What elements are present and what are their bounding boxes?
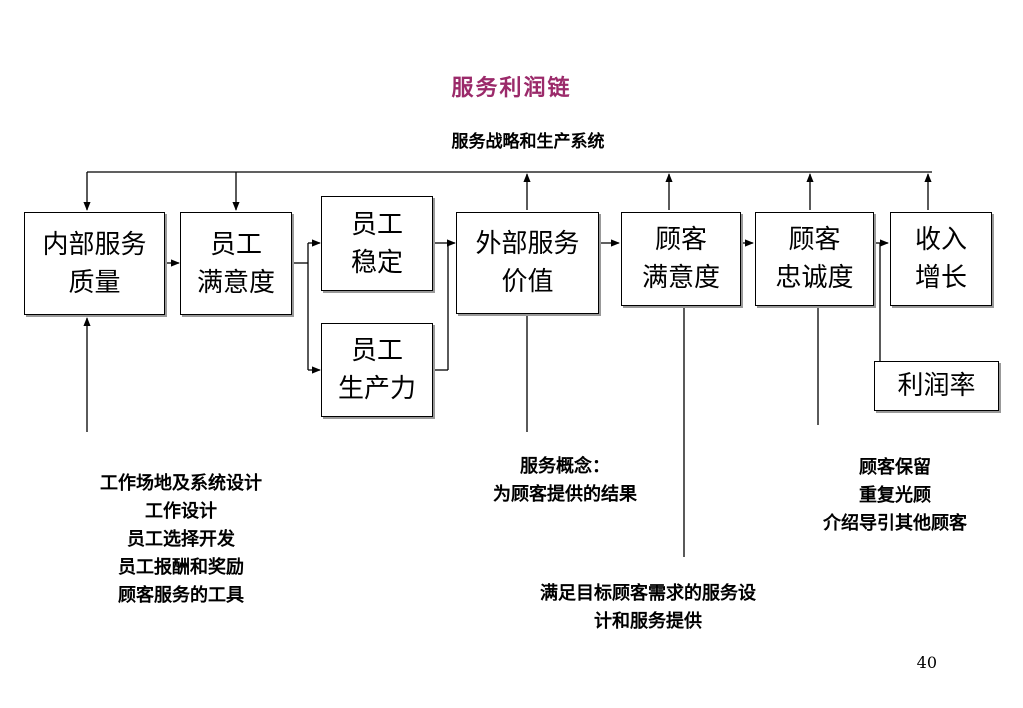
box-line: 生产力: [337, 374, 416, 404]
box-revenue-growth: 收入 增长: [890, 212, 992, 306]
box-line: 顾客: [654, 225, 707, 255]
page-title: 服务利润链: [451, 75, 572, 101]
note-line: 为顾客提供的结果: [493, 484, 637, 505]
note-line: 服务概念：: [520, 456, 610, 477]
box-line: 员工: [350, 336, 403, 366]
box-line: 质量: [68, 267, 121, 298]
note-line: 重复光顾: [859, 485, 931, 506]
box-external-value: 外部服务 价值: [456, 212, 599, 314]
box-employee-retention: 员工 稳定: [321, 196, 433, 291]
note-line: 工作设计: [145, 501, 217, 522]
note-line: 计和服务提供: [594, 611, 702, 632]
note-line: 工作场地及系统设计: [100, 473, 262, 494]
box-line: 收入: [914, 225, 967, 255]
box-line: 满意度: [641, 263, 720, 293]
note-workplace-design: 工作场地及系统设计 工作设计 员工选择开发 员工报酬和奖励 顾客服务的工具: [40, 470, 322, 610]
note-operating-strategy: 满足目标顾客需求的服务设 计和服务提供: [488, 580, 808, 636]
note-line: 顾客服务的工具: [118, 585, 244, 606]
box-line: 价值: [501, 267, 554, 297]
box-line: 忠诚度: [775, 263, 854, 293]
box-line: 顾客: [788, 225, 841, 255]
note-line: 满足目标顾客需求的服务设: [540, 583, 756, 604]
note-service-concept: 服务概念： 为顾客提供的结果: [450, 453, 680, 509]
note-customer-retention: 顾客保留 重复光顾 介绍导引其他顾客: [790, 454, 1000, 538]
box-customer-loyalty: 顾客 忠诚度: [755, 212, 874, 306]
box-line: 内部服务: [42, 229, 147, 260]
page-number: 40: [916, 653, 937, 672]
box-line: 员工: [209, 229, 262, 260]
box-line: 外部服务: [475, 229, 580, 259]
box-line: 满意度: [196, 267, 275, 298]
strategy-label: 服务战略和生产系统: [451, 132, 605, 152]
box-line: 增长: [914, 263, 967, 293]
box-line: 稳定: [350, 247, 403, 278]
note-line: 员工报酬和奖励: [118, 557, 244, 578]
box-employee-productivity: 员工 生产力: [321, 323, 433, 417]
box-line: 员工: [350, 209, 403, 240]
box-customer-satisfaction: 顾客 满意度: [621, 212, 741, 306]
box-internal-quality: 内部服务 质量: [24, 212, 165, 315]
box-profitability: 利润率: [874, 361, 999, 411]
note-line: 顾客保留: [859, 457, 931, 478]
box-employee-satisfaction: 员工 满意度: [180, 212, 292, 315]
note-line: 介绍导引其他顾客: [823, 513, 967, 534]
box-line: 利润率: [897, 371, 976, 401]
note-line: 员工选择开发: [127, 529, 235, 550]
